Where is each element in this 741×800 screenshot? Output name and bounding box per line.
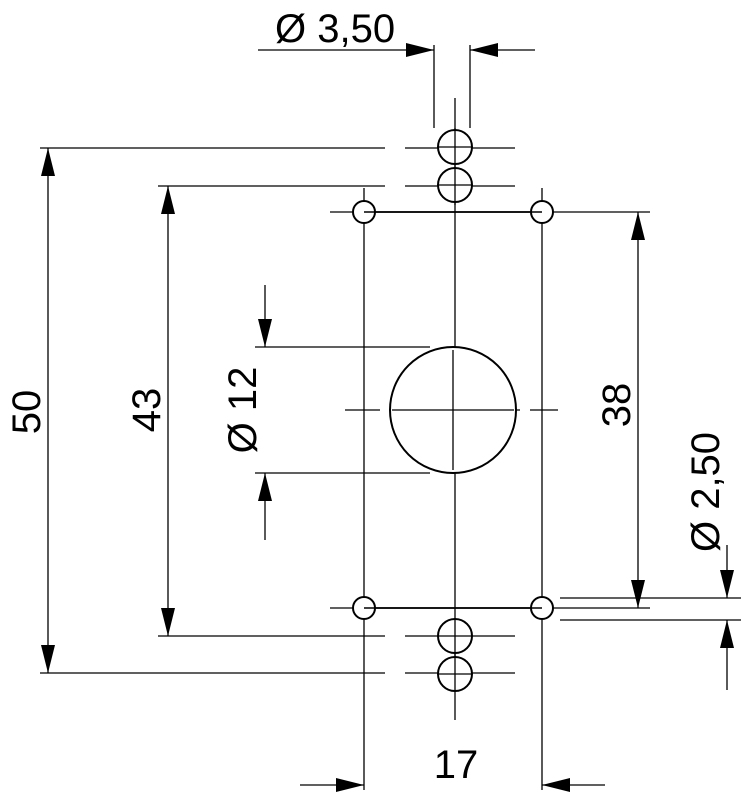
dim-overall-height: 50 — [5, 390, 49, 435]
dim-hole-diameter-top: Ø 3,50 — [275, 7, 395, 51]
dimension-lines — [41, 43, 734, 792]
dim-center-hole-diameter: Ø 12 — [221, 367, 265, 454]
dim-mount-hole-diameter: Ø 2,50 — [684, 432, 728, 552]
dim-mount-spacing-vertical: 38 — [595, 383, 639, 428]
plate-edges — [363, 188, 543, 790]
dimension-labels: Ø 3,50 50 43 Ø 12 38 Ø 2,50 17 — [5, 7, 728, 787]
dim-slot-span: 43 — [125, 388, 169, 433]
holes — [352, 128, 554, 692]
extension-lines — [40, 45, 741, 674]
dim-mount-spacing-horizontal: 17 — [434, 743, 479, 787]
